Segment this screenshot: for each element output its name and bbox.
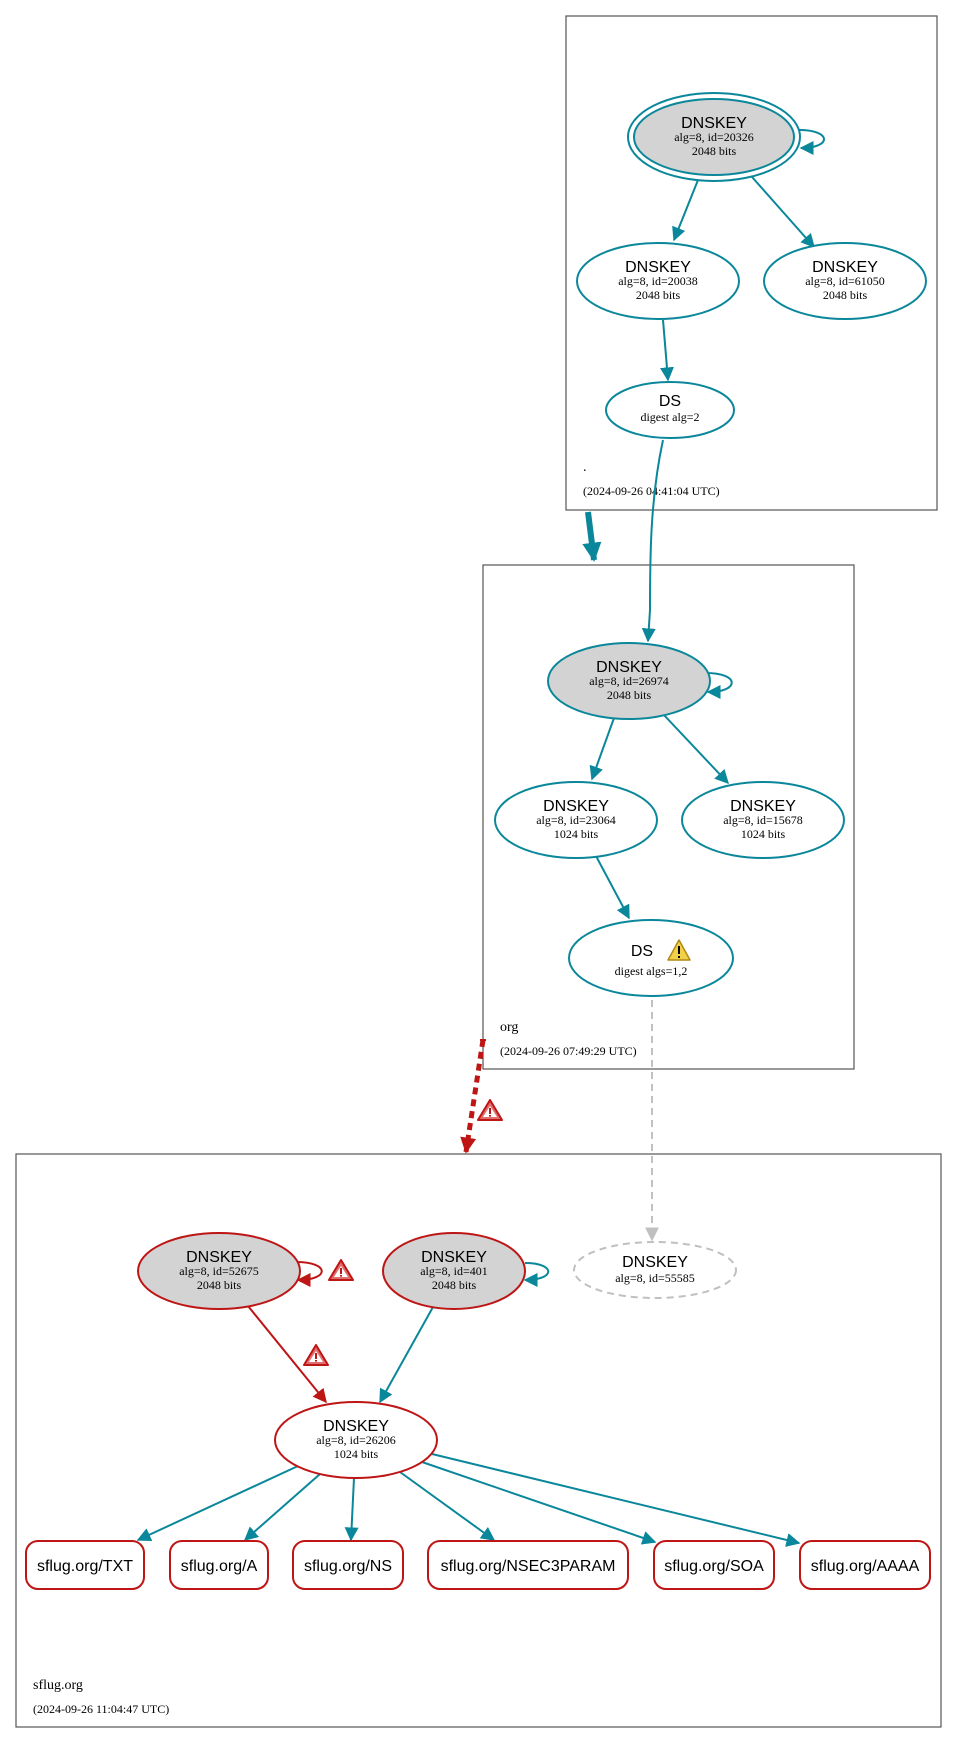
node-root-zsk1-title: DNSKEY [625,259,691,276]
record-ns-label: sflug.org/NS [304,1558,392,1575]
warning-icon[interactable] [667,939,691,961]
node-root-ksk-title: DNSKEY [681,115,747,132]
record-ns[interactable]: sflug.org/NS [292,1540,404,1590]
node-root-ksk-line2: 2048 bits [692,144,737,158]
node-org-zsk2-title: DNSKEY [730,798,796,815]
edge-zsk-to-soa [421,1461,657,1545]
edge-org-zsk1-to-ds [595,855,630,920]
node-org-zsk1-line2: 1024 bits [554,827,599,841]
record-txt[interactable]: sflug.org/TXT [25,1540,145,1590]
record-aaaa[interactable]: sflug.org/AAAA [799,1540,931,1590]
node-sflug-zsk-line1: alg=8, id=26206 [316,1433,396,1447]
node-root-zsk2-line1: alg=8, id=61050 [805,274,885,288]
edge-zsk-to-a [243,1473,321,1541]
node-sflug-ksk1-line2: 2048 bits [197,1278,242,1292]
edge-root-ds-to-org-ksk [641,439,664,643]
node-sflug-missing-dnskey-line1: alg=8, id=55585 [615,1271,695,1285]
zone-org-timestamp: (2024-09-26 07:49:29 UTC) [500,1044,637,1058]
node-org-ksk[interactable]: DNSKEY alg=8, id=26974 2048 bits [547,642,711,720]
node-org-zsk2-line2: 1024 bits [741,827,786,841]
zone-sflug-name: sflug.org [33,1678,83,1693]
node-org-ds-title: DS [631,943,653,960]
edge-zsk-to-txt [136,1465,299,1542]
node-sflug-missing-dnskey[interactable]: DNSKEY alg=8, id=55585 [573,1241,737,1299]
node-root-ds-title: DS [659,393,681,410]
edge-org-ksk-self [705,672,733,699]
node-sflug-ksk1[interactable]: DNSKEY alg=8, id=52675 2048 bits [137,1232,301,1310]
edge-zsk-to-ns [344,1477,359,1542]
error-icon[interactable] [328,1259,354,1281]
node-sflug-ksk2-line1: alg=8, id=401 [420,1264,488,1278]
node-org-ds[interactable]: DS digest algs=1,2 [568,919,734,997]
record-soa[interactable]: sflug.org/SOA [653,1540,775,1590]
edge-root-ksk-to-zsk1 [672,179,699,242]
node-root-zsk1-line2: 2048 bits [636,288,681,302]
node-sflug-ksk2-title: DNSKEY [421,1249,487,1266]
record-aaaa-label: sflug.org/AAAA [811,1558,920,1575]
node-sflug-zsk-line2: 1024 bits [334,1447,379,1461]
node-org-zsk2-line1: alg=8, id=15678 [723,813,803,827]
edge-org-ksk-to-zsk1 [589,717,615,781]
edge-sflug-ksk1-to-zsk [247,1305,327,1404]
node-sflug-zsk[interactable]: DNSKEY alg=8, id=26206 1024 bits [274,1401,438,1479]
node-root-ksk-line1: alg=8, id=20326 [674,130,754,144]
node-org-zsk1[interactable]: DNSKEY alg=8, id=23064 1024 bits [494,781,658,859]
edge-delegation-org-to-sflug [460,1039,486,1154]
edge-root-zsk1-to-ds [659,319,674,382]
node-root-zsk2[interactable]: DNSKEY alg=8, id=61050 2048 bits [763,242,927,320]
zone-root-name: . [583,460,587,475]
record-a-label: sflug.org/A [181,1558,258,1575]
edge-sflug-ksk1-self [295,1261,323,1287]
node-root-ksk[interactable]: DNSKEY alg=8, id=20326 2048 bits [627,92,801,182]
node-root-ds-line1: digest alg=2 [640,410,699,424]
edge-zsk-to-nsec3param [399,1471,496,1541]
record-soa-label: sflug.org/SOA [664,1558,764,1575]
node-sflug-ksk2[interactable]: DNSKEY alg=8, id=401 2048 bits [382,1232,526,1310]
edge-delegation-root-to-org [582,511,602,562]
node-org-ds-line1: digest algs=1,2 [615,964,688,978]
node-org-ksk-line2: 2048 bits [607,688,652,702]
node-root-zsk1-line1: alg=8, id=20038 [618,274,698,288]
edge-zsk-to-aaaa [431,1453,801,1547]
node-root-zsk2-line2: 2048 bits [823,288,868,302]
edge-sflug-ksk2-self [523,1262,549,1287]
zone-root-timestamp: (2024-09-26 04:41:04 UTC) [583,484,720,498]
edge-org-ksk-to-zsk2 [662,713,729,785]
node-sflug-missing-dnskey-title: DNSKEY [622,1254,688,1271]
edge-sflug-ksk2-to-zsk [379,1306,434,1404]
node-root-zsk2-title: DNSKEY [812,259,878,276]
error-icon[interactable] [477,1099,503,1121]
node-sflug-ksk1-line1: alg=8, id=52675 [179,1264,259,1278]
record-nsec3param[interactable]: sflug.org/NSEC3PARAM [427,1540,629,1590]
edge-root-ksk-to-zsk2 [751,176,815,249]
error-icon[interactable] [303,1344,329,1366]
edge-root-ksk-self [798,129,825,155]
node-org-zsk1-line1: alg=8, id=23064 [536,813,616,827]
node-sflug-zsk-title: DNSKEY [323,1418,389,1435]
node-org-zsk2[interactable]: DNSKEY alg=8, id=15678 1024 bits [681,781,845,859]
zone-sflug-timestamp: (2024-09-26 11:04:47 UTC) [33,1702,169,1716]
node-sflug-ksk1-title: DNSKEY [186,1249,252,1266]
zone-org-name: org [500,1020,518,1035]
node-org-ksk-line1: alg=8, id=26974 [589,674,669,688]
record-nsec3param-label: sflug.org/NSEC3PARAM [441,1558,616,1575]
node-org-ksk-title: DNSKEY [596,659,662,676]
record-a[interactable]: sflug.org/A [169,1540,269,1590]
node-org-zsk1-title: DNSKEY [543,798,609,815]
node-sflug-ksk2-line2: 2048 bits [432,1278,477,1292]
node-root-zsk1[interactable]: DNSKEY alg=8, id=20038 2048 bits [576,242,740,320]
record-txt-label: sflug.org/TXT [37,1558,133,1575]
node-root-ds[interactable]: DS digest alg=2 [605,381,735,439]
